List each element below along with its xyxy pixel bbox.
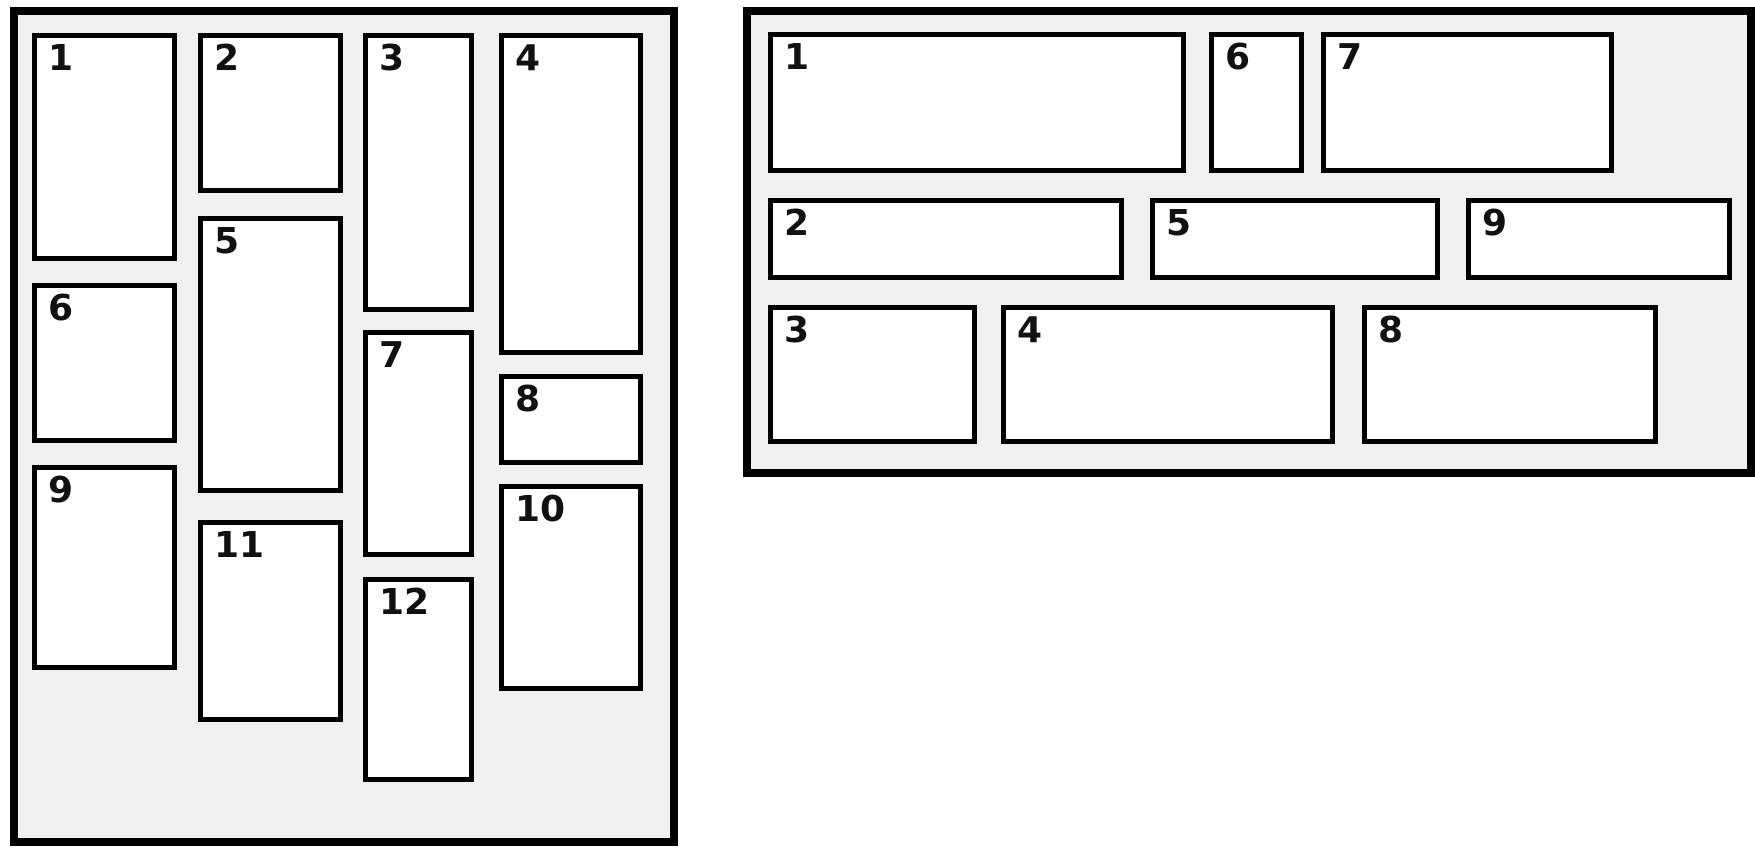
masonry-item: 8 xyxy=(499,374,643,465)
masonry-item-label: 11 xyxy=(214,525,265,566)
masonry-item: 3 xyxy=(363,33,474,312)
masonry-item: 7 xyxy=(363,330,474,557)
masonry-item-label: 8 xyxy=(515,379,541,420)
masonry-item-label: 3 xyxy=(784,310,810,351)
masonry-item: 2 xyxy=(198,33,343,193)
masonry-item-label: 1 xyxy=(48,38,74,79)
masonry-item-label: 7 xyxy=(379,335,405,376)
masonry-item-label: 7 xyxy=(1337,37,1363,78)
masonry-item-label: 6 xyxy=(48,288,74,329)
masonry-item: 5 xyxy=(1150,198,1440,280)
masonry-item: 10 xyxy=(499,484,643,691)
masonry-item-label: 2 xyxy=(214,38,240,79)
masonry-item-label: 3 xyxy=(379,38,405,79)
masonry-item: 3 xyxy=(768,305,977,444)
masonry-item: 6 xyxy=(32,283,177,443)
masonry-item-label: 10 xyxy=(515,489,566,530)
masonry-item-label: 4 xyxy=(515,38,541,79)
masonry-item: 7 xyxy=(1321,32,1614,173)
masonry-item: 9 xyxy=(1466,198,1732,280)
masonry-item: 5 xyxy=(198,216,343,493)
masonry-item: 8 xyxy=(1362,305,1658,444)
masonry-item-label: 5 xyxy=(1166,203,1192,244)
masonry-item-label: 8 xyxy=(1378,310,1404,351)
masonry-item-label: 9 xyxy=(1482,203,1508,244)
masonry-item-label: 9 xyxy=(48,470,74,511)
masonry-item: 1 xyxy=(768,32,1186,173)
masonry-rows-panel: 1 2 3 4 5 6 7 8 9 xyxy=(743,7,1755,477)
masonry-item-label: 6 xyxy=(1225,37,1251,78)
masonry-item-label: 1 xyxy=(784,37,810,78)
masonry-item-label: 12 xyxy=(379,582,430,623)
masonry-item: 4 xyxy=(1001,305,1335,444)
masonry-item: 4 xyxy=(499,33,643,355)
masonry-item: 2 xyxy=(768,198,1124,280)
masonry-item-label: 2 xyxy=(784,203,810,244)
masonry-item: 12 xyxy=(363,577,474,782)
masonry-item: 1 xyxy=(32,33,177,261)
masonry-item-label: 5 xyxy=(214,221,240,262)
masonry-item-label: 4 xyxy=(1017,310,1043,351)
masonry-item: 11 xyxy=(198,520,343,722)
masonry-item: 9 xyxy=(32,465,177,670)
masonry-item: 6 xyxy=(1209,32,1304,173)
